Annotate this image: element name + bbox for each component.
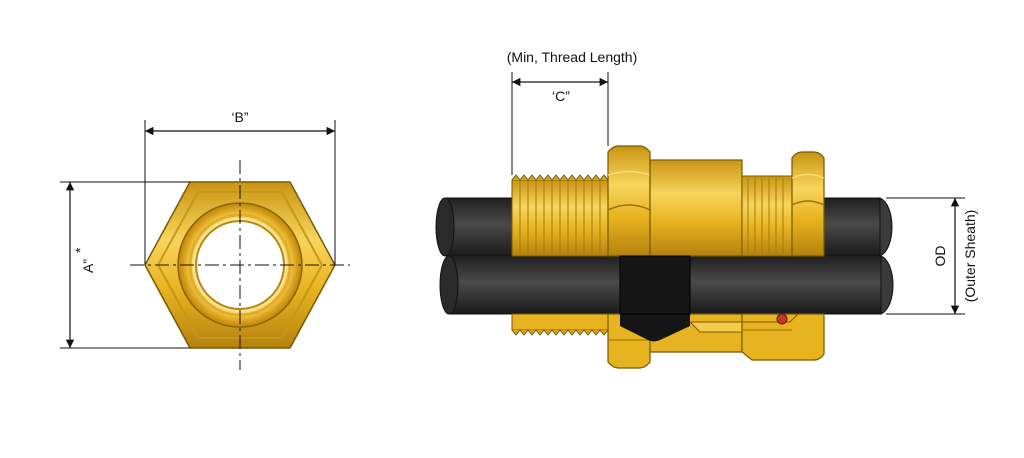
dim-a-label: A” <box>80 259 96 273</box>
dim-c-label: ‘C” <box>552 88 570 104</box>
gland-side-view: ‘C” (Min, Thread Length) OD (Outer Sheat… <box>435 49 978 369</box>
cap-nut-upper <box>791 151 825 257</box>
outer-seal <box>619 255 691 342</box>
body-sleeve-upper <box>649 159 743 257</box>
cap-nut-lower <box>700 313 825 361</box>
middle-thread-upper <box>741 175 793 257</box>
body-hex-upper <box>607 145 651 257</box>
dim-a-mark: * <box>72 247 88 253</box>
o-ring <box>776 313 788 325</box>
hex-end-view: ‘B” A” * <box>60 109 350 370</box>
thread-length-note: (Min, Thread Length) <box>507 49 637 65</box>
od-label: OD <box>932 246 948 267</box>
outer-sheath-label: (Outer Sheath) <box>962 210 978 303</box>
entry-thread-upper <box>511 174 609 257</box>
entry-thread-lower <box>511 313 609 336</box>
dim-b-label: ‘B” <box>231 109 248 125</box>
